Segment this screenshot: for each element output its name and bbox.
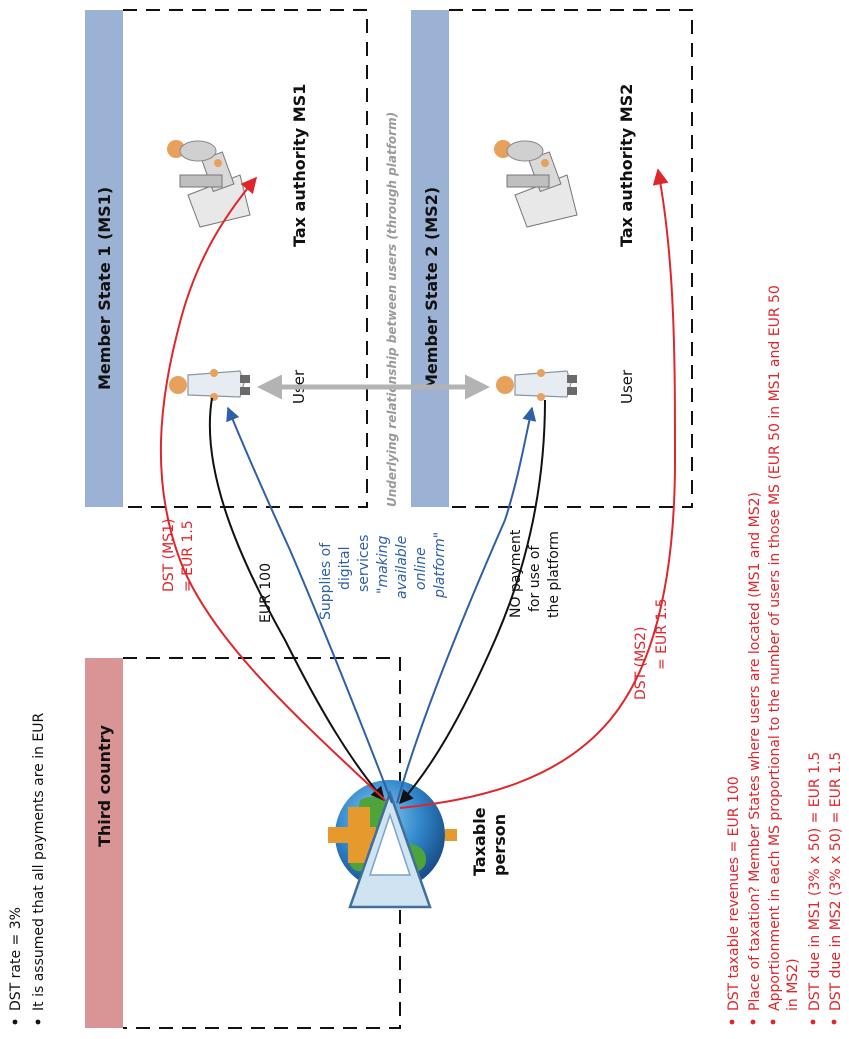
bullet	[12, 1019, 18, 1025]
underlying-relationship-label: Underlying relationship between users (t…	[385, 112, 399, 507]
no-payment-label: NO payment for use of the platform	[508, 529, 562, 618]
dst-ms1-label-line1: DST (MS1)	[161, 519, 177, 592]
supplies-label-line7: platform"	[432, 532, 448, 599]
ms2-boundary	[449, 9, 693, 508]
third-country-title: Third country	[95, 725, 114, 848]
supplies-label-line6: online	[413, 547, 429, 590]
dst-ms2-label-line2: = EUR 1.5	[654, 598, 670, 670]
supplies-arrow-user1	[226, 406, 393, 804]
supplies-label-line3: services	[356, 535, 372, 592]
user2-label: User	[618, 369, 636, 404]
assumption-dst-rate: DST rate = 3%	[8, 907, 24, 1011]
bullet	[831, 1019, 837, 1025]
bullet	[35, 1019, 41, 1025]
ms1-boundary	[123, 9, 368, 508]
result-taxable-revenues: DST taxable revenues = EUR 100	[726, 776, 742, 1011]
results-list: DST taxable revenues = EUR 100 Place of …	[726, 285, 844, 1025]
result-apportionment-cont: in MS2)	[785, 958, 801, 1011]
person-at-desk-icon	[494, 140, 578, 228]
dst-ms2-label: DST (MS2) = EUR 1.5	[633, 598, 670, 700]
person-icon	[496, 369, 577, 401]
supplies-label-line2: digital	[337, 546, 353, 590]
bullet	[810, 1019, 816, 1025]
supplies-arrow-user2	[396, 406, 537, 804]
no-payment-label-line1: NO payment	[508, 529, 524, 618]
supplies-label: Supplies of digital services "making ava…	[318, 532, 448, 620]
bullet	[770, 1019, 776, 1025]
globe-triangle-icon	[328, 780, 457, 909]
dst-ms1-label-line2: = EUR 1.5	[180, 520, 196, 592]
eur100-label: EUR 100	[258, 563, 274, 623]
assumptions-list: DST rate = 3% It is assumed that all pay…	[8, 712, 47, 1025]
bullet	[729, 1019, 735, 1025]
ms1-title: Member State 1 (MS1)	[95, 187, 114, 390]
dst-ms1-arrow	[159, 176, 386, 801]
supplies-label-line5: available	[394, 536, 410, 599]
ms2-authority-label: Tax authority MS2	[617, 84, 636, 247]
payment-arrow-eur100	[208, 397, 385, 802]
ms1-header	[85, 10, 123, 507]
dst-ms2-label-line1: DST (MS2)	[633, 627, 649, 700]
no-payment-label-line3: the platform	[546, 531, 562, 618]
ms2-header	[411, 10, 449, 507]
result-place-of-taxation: Place of taxation? Member States where u…	[747, 492, 763, 1011]
result-dst-ms2: DST due in MS2 (3% x 50) = EUR 1.5	[828, 752, 844, 1011]
supplies-label-line4: "making	[375, 535, 391, 594]
bullet	[750, 1019, 756, 1025]
assumption-currency: It is assumed that all payments are in E…	[31, 712, 47, 1011]
result-apportionment: Apportionment in each MS proportional to…	[767, 285, 783, 1011]
taxable-person-label-2: person	[490, 814, 509, 876]
third-country-header	[85, 658, 123, 1028]
ms1-zone: Member State 1 (MS1)	[85, 9, 368, 508]
person-icon	[169, 369, 250, 401]
ms2-zone: Member State 2 (MS2)	[411, 9, 693, 508]
no-payment-label-line2: for use of	[527, 545, 543, 612]
ms2-title: Member State 2 (MS2)	[422, 187, 441, 390]
result-dst-ms1: DST due in MS1 (3% x 50) = EUR 1.5	[807, 752, 823, 1011]
taxable-person-label-1: Taxable	[470, 807, 489, 876]
dst-ms1-label: DST (MS1) = EUR 1.5	[161, 519, 196, 592]
dst-ms2-arrow	[399, 168, 677, 809]
person-at-desk-icon	[167, 140, 251, 228]
ms1-authority-label: Tax authority MS1	[290, 84, 309, 247]
no-payment-arrow	[399, 399, 546, 805]
supplies-label-line1: Supplies of	[318, 542, 334, 620]
